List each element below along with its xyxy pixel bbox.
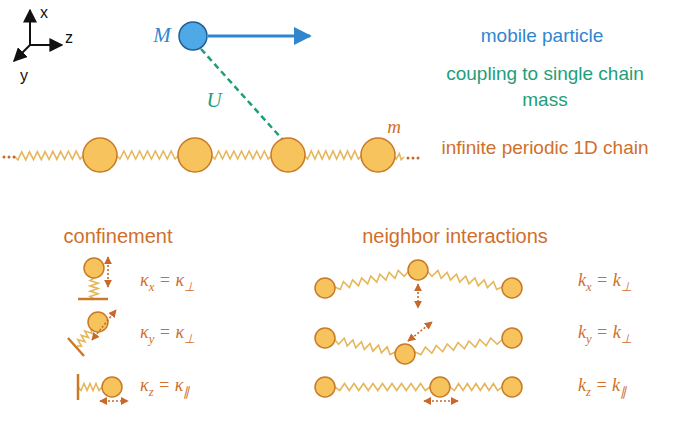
- spring: [90, 278, 98, 299]
- subscript: ∥: [620, 385, 626, 399]
- particle-label-text: mobile particle: [481, 25, 604, 46]
- equation: ky = k⊥: [578, 320, 632, 348]
- spring: [78, 384, 102, 391]
- equation: kx = k⊥: [578, 268, 632, 296]
- spring: [428, 270, 502, 289]
- section-heading: confinement: [64, 223, 173, 250]
- small-masses: [84, 258, 522, 397]
- axis-label-text: z: [65, 29, 73, 46]
- section-heading-text: neighbor interactions: [362, 225, 548, 247]
- axes: [14, 10, 62, 61]
- spring: [450, 384, 502, 391]
- velocity-arrow: [208, 35, 310, 38]
- spring: [77, 329, 92, 346]
- springs: [14, 151, 502, 391]
- equation: κy = κ⊥: [140, 320, 195, 348]
- axis-label: y: [20, 65, 28, 87]
- equation: kz = k∥: [578, 373, 626, 401]
- subscript: z: [149, 385, 154, 399]
- section-heading: neighbor interactions: [362, 223, 548, 250]
- equation-text: ky = k⊥: [578, 322, 632, 342]
- coupling-symbol: U: [206, 86, 221, 114]
- particle-label: mobile particle: [481, 23, 604, 49]
- ellipsis-dots: [3, 156, 420, 160]
- coupling-symbol-text: U: [206, 88, 221, 112]
- spring: [335, 338, 395, 354]
- chain-label-text: infinite periodic 1D chain: [441, 137, 648, 158]
- axis-label: z: [65, 27, 73, 49]
- equation-text: κz = κ∥: [140, 375, 189, 395]
- chain-masses: [83, 138, 395, 172]
- subscript: ⊥: [184, 280, 195, 294]
- mobile-particle: [179, 22, 207, 50]
- coupling-label-text: coupling to single chain mass: [446, 63, 644, 110]
- equation: κz = κ∥: [140, 373, 189, 401]
- section-heading-text: confinement: [64, 225, 173, 247]
- spring: [116, 151, 179, 159]
- subscript: y: [149, 332, 155, 346]
- subscript: x: [586, 280, 592, 294]
- spring: [415, 338, 502, 355]
- mass-symbol: M: [153, 21, 171, 49]
- subscript: z: [586, 385, 591, 399]
- mass-symbol: m: [387, 114, 401, 140]
- spring: [14, 151, 84, 160]
- axis-label-text: x: [40, 4, 48, 21]
- coupling-line: [201, 49, 283, 140]
- mass-symbol-text: M: [153, 23, 171, 47]
- equation-text: κy = κ⊥: [140, 322, 195, 342]
- subscript: ⊥: [621, 280, 632, 294]
- coupling-label: coupling to single chain mass: [428, 61, 663, 112]
- spring: [335, 270, 408, 289]
- chain-label: infinite periodic 1D chain: [433, 135, 658, 161]
- axis-label: x: [40, 2, 48, 24]
- equation-text: kz = k∥: [578, 375, 626, 395]
- subscript: ⊥: [621, 332, 632, 346]
- spring: [211, 151, 272, 159]
- equation: κx = κ⊥: [140, 268, 195, 296]
- subscript: ⊥: [184, 332, 195, 346]
- subscript: y: [586, 332, 592, 346]
- equation-text: κx = κ⊥: [140, 270, 195, 290]
- subscript: ∥: [183, 385, 189, 399]
- motion-arrows: [92, 257, 458, 401]
- equation-text: kx = k⊥: [578, 270, 632, 290]
- mass-symbol-text: m: [387, 116, 401, 137]
- spring: [304, 151, 362, 159]
- subscript: x: [149, 280, 155, 294]
- spring: [335, 384, 430, 391]
- axis-label-text: y: [20, 67, 28, 84]
